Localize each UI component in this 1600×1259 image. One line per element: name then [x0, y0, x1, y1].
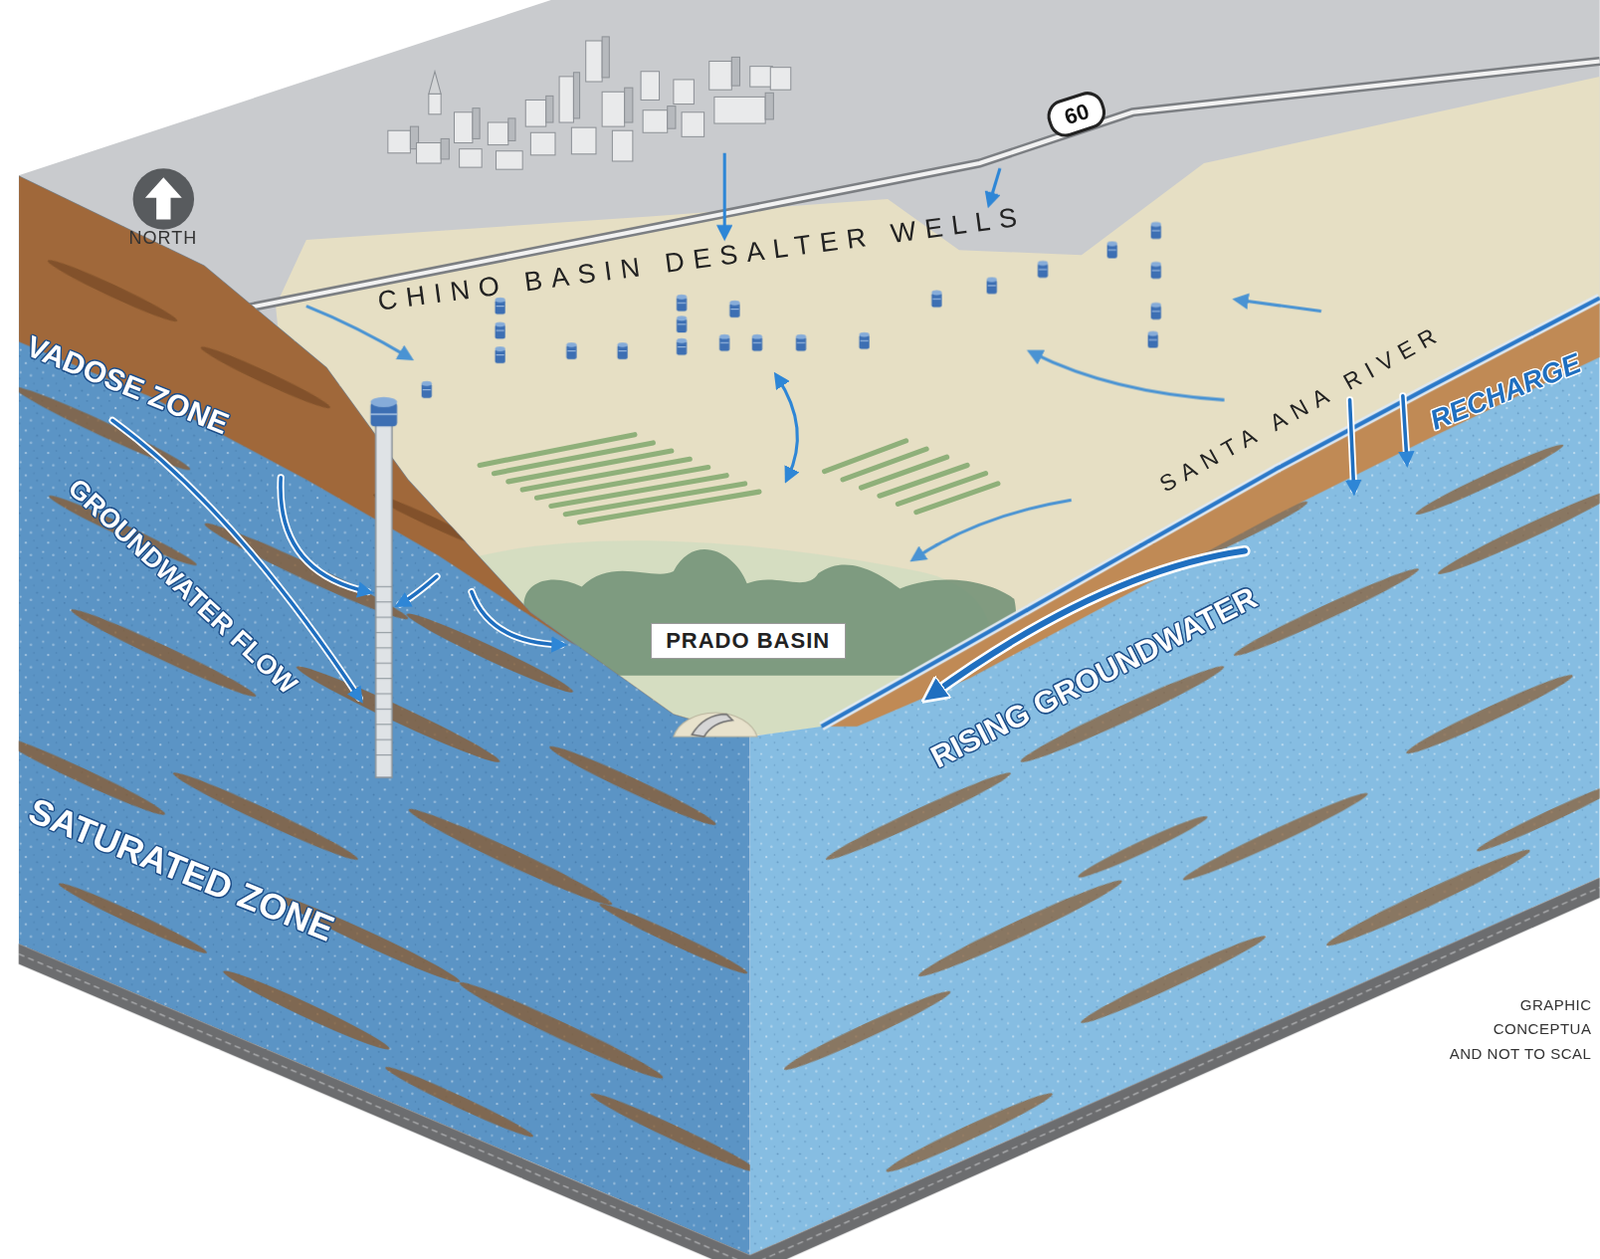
highway-center [163, 61, 1600, 325]
clay-lens [404, 801, 615, 912]
zone-label: SATURATED ZONE [22, 790, 340, 951]
highway [163, 61, 1600, 325]
clay-lens [292, 658, 503, 769]
zone-label: VADOSE ZONE [21, 329, 234, 442]
recharge-label: RECHARGE [1424, 347, 1586, 437]
clay-lens [915, 873, 1126, 984]
basin-name: PRADO BASIN [665, 627, 830, 654]
flow-arrows [306, 153, 1322, 559]
route-shield [1044, 89, 1108, 140]
base-slab-line [18, 887, 1600, 1259]
compass-label: NORTH [129, 227, 199, 249]
river-bank [821, 297, 1600, 727]
clay-lens [597, 898, 751, 979]
river-label: SANTA ANA RIVER [1154, 319, 1447, 498]
north-arrow [145, 177, 183, 219]
basin-label-box: PRADO BASIN [650, 622, 846, 659]
flow-label: GROUNDWATER FLOW [61, 472, 303, 701]
monitoring-well [370, 397, 398, 778]
scale-note: AND NOT TO SCAL [1449, 1044, 1593, 1062]
clay-lens [1402, 668, 1576, 760]
base-slab [18, 877, 1600, 1259]
clay-lens [546, 740, 719, 831]
route-number: 60 [1061, 98, 1093, 131]
prado-dam [673, 712, 758, 737]
clay-lens [822, 766, 1014, 866]
clay-lens [781, 985, 954, 1076]
river [821, 297, 1600, 727]
crop-field [479, 434, 999, 523]
right-face [745, 285, 1600, 1259]
city [388, 36, 792, 170]
left-face [0, 153, 761, 1259]
clay-lens [587, 1086, 760, 1178]
clay-lens [455, 975, 666, 1085]
well-field-label: CHINO BASIN DESALTER WELLS [376, 200, 1028, 317]
clay-lens [1180, 787, 1372, 887]
clay-lens [1075, 810, 1210, 883]
vadose-band [821, 297, 1600, 727]
scale-note: CONCEPTUA [1493, 1019, 1593, 1037]
clay-lens [1077, 929, 1269, 1029]
clay-lens [170, 766, 362, 866]
dam-structure [691, 714, 733, 738]
scale-note: GRAPHIC [1520, 996, 1593, 1013]
north-compass [133, 168, 196, 230]
clay-lens [1412, 439, 1567, 520]
clay-lens [1474, 776, 1600, 856]
clay-lens [383, 1061, 537, 1142]
flow-label: RISING GROUNDWATER [925, 580, 1263, 776]
